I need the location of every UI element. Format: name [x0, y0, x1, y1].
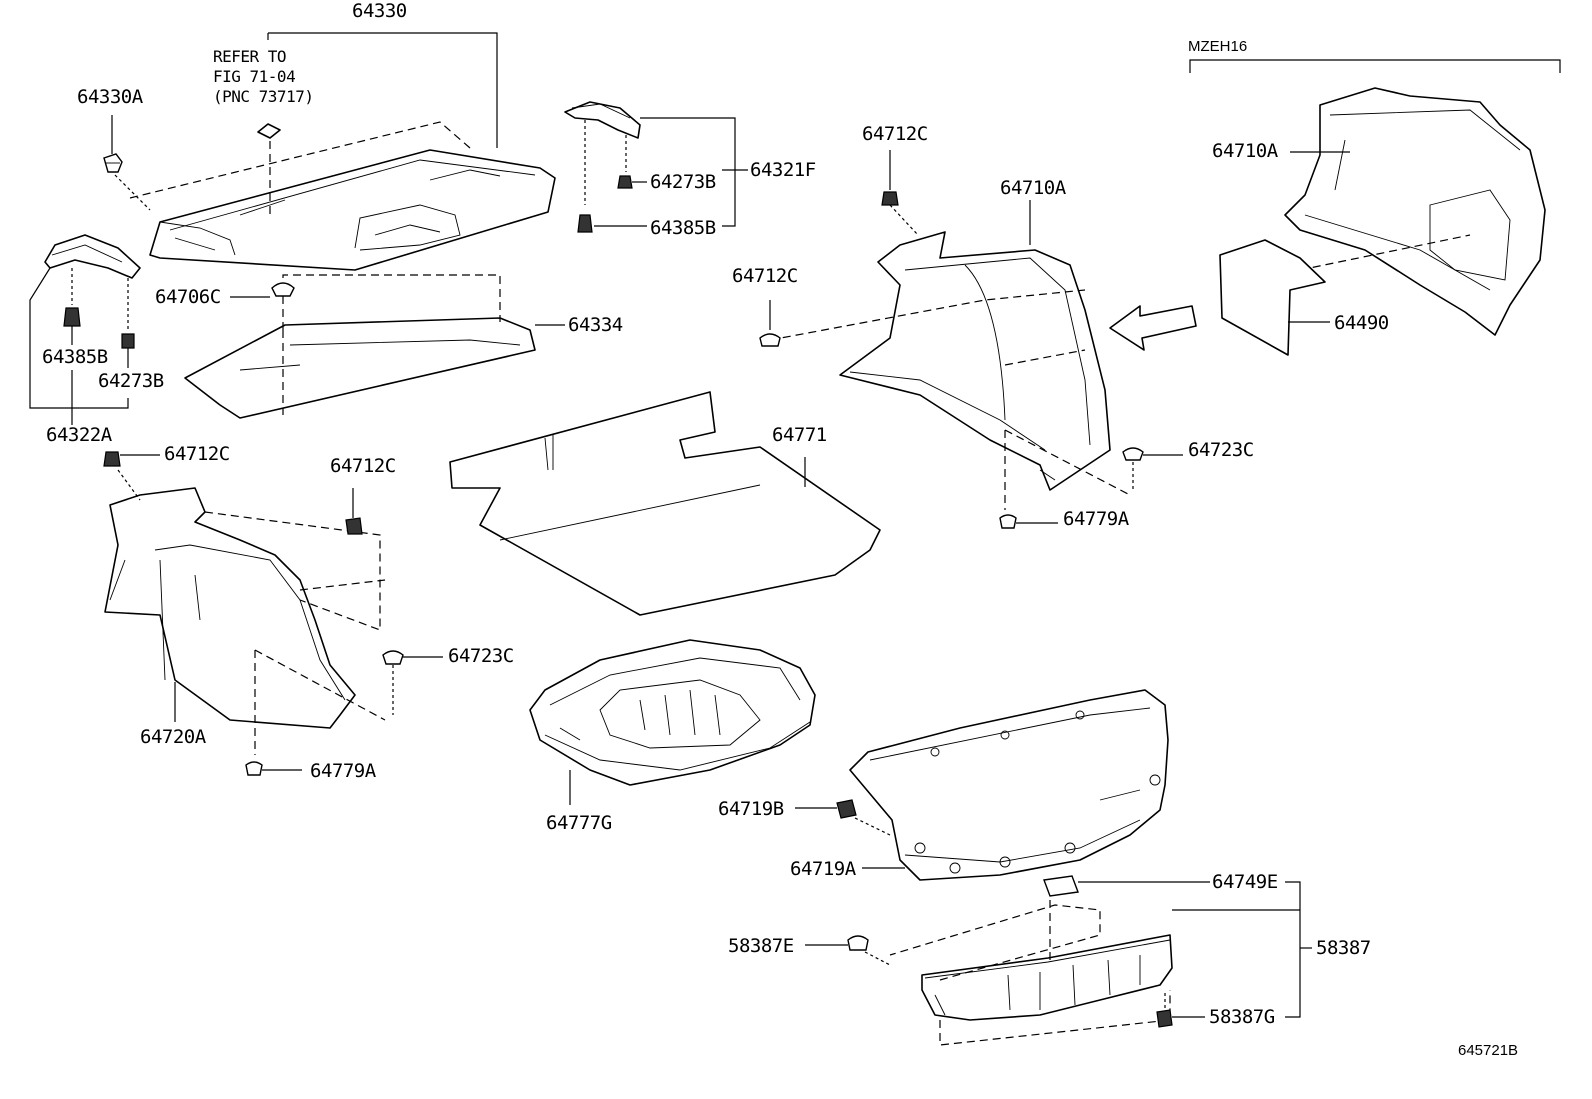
label-64712C-top: 64712C	[862, 123, 928, 145]
label-64322A: 64322A	[46, 424, 112, 446]
label-64321F: 64321F	[750, 159, 816, 181]
label-64273B-left: 64273B	[98, 370, 164, 392]
label-64712C-mid: 64712C	[732, 265, 798, 287]
label-64385B-top: 64385B	[650, 217, 716, 239]
floor-mat-64771	[449, 391, 881, 616]
door-trim-64719A	[849, 689, 1169, 881]
insulator-64334	[184, 317, 536, 419]
scuff-plate-58387	[921, 934, 1173, 1021]
label-64712C-center: 64712C	[330, 455, 396, 477]
cover-64490	[1219, 239, 1326, 356]
reference-note-line1: REFER TO	[213, 47, 287, 66]
label-64749E: 64749E	[1212, 871, 1278, 893]
label-64723C-right: 64723C	[1188, 439, 1254, 461]
label-64777G: 64777G	[546, 812, 612, 834]
label-64330: 64330	[352, 0, 407, 22]
label-64385B-left: 64385B	[42, 346, 108, 368]
label-64779A-left: 64779A	[310, 760, 376, 782]
label-64719A: 64719A	[790, 858, 856, 880]
label-64710A-right: 64710A	[1212, 140, 1278, 162]
reference-note-line2: FIG 71-04	[213, 67, 296, 86]
variant-label: MZEH16	[1188, 38, 1248, 55]
label-64771: 64771	[772, 424, 827, 446]
direction-arrow	[1109, 305, 1197, 351]
label-64273B-top: 64273B	[650, 171, 716, 193]
quarter-trim-variant	[1284, 87, 1546, 336]
label-64710A-mid: 64710A	[1000, 177, 1066, 199]
quarter-trim-64720A	[104, 487, 356, 729]
label-64712C-left: 64712C	[164, 443, 230, 465]
clip-64330A	[103, 153, 123, 173]
label-58387: 58387	[1316, 937, 1371, 959]
label-64490: 64490	[1334, 312, 1389, 334]
label-64334: 64334	[568, 314, 623, 336]
bracket-64321F	[564, 101, 641, 139]
label-58387E: 58387E	[728, 935, 794, 957]
luggage-tray-64777G	[529, 639, 816, 786]
label-64330A: 64330A	[77, 86, 143, 108]
reference-note-line3: (PNC 73717)	[213, 87, 314, 106]
label-64719B: 64719B	[718, 798, 784, 820]
label-64720A: 64720A	[140, 726, 206, 748]
label-64706C: 64706C	[155, 286, 221, 308]
label-64779A-right: 64779A	[1063, 508, 1129, 530]
figure-number: 645721B	[1458, 1042, 1519, 1059]
quarter-trim-64710A	[839, 231, 1111, 491]
package-tray-trim	[149, 149, 556, 271]
bracket-64322A	[44, 234, 141, 279]
label-64723C-left: 64723C	[448, 645, 514, 667]
label-58387G: 58387G	[1209, 1006, 1275, 1028]
